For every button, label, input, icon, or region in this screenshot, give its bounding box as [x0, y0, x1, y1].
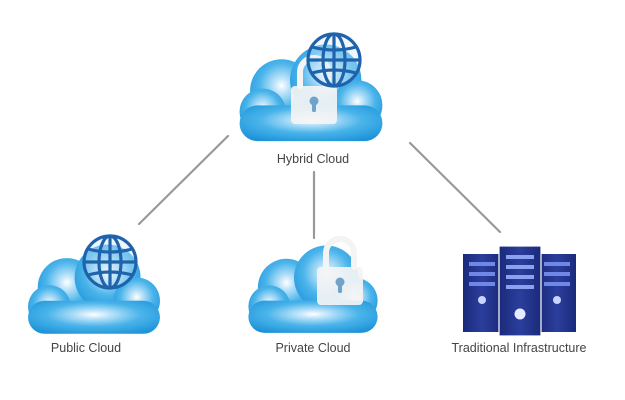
connectors [137, 134, 502, 240]
edge-hybrid-traditional [408, 141, 502, 234]
edge-hybrid-public [137, 134, 230, 226]
node-public-cloud: Public Cloud [28, 234, 160, 355]
globe-icon [306, 32, 362, 88]
node-label-private-cloud: Private Cloud [275, 341, 350, 355]
node-label-hybrid-cloud: Hybrid Cloud [277, 152, 349, 166]
server-rack-icon [463, 245, 576, 337]
globe-icon [82, 234, 138, 290]
node-traditional-infrastructure: Traditional Infrastructure [451, 245, 587, 355]
node-private-cloud: Private Cloud [248, 239, 378, 355]
node-label-public-cloud: Public Cloud [51, 341, 121, 355]
node-label-traditional-infrastructure: Traditional Infrastructure [451, 341, 586, 355]
node-hybrid-cloud: Hybrid Cloud [239, 32, 383, 166]
